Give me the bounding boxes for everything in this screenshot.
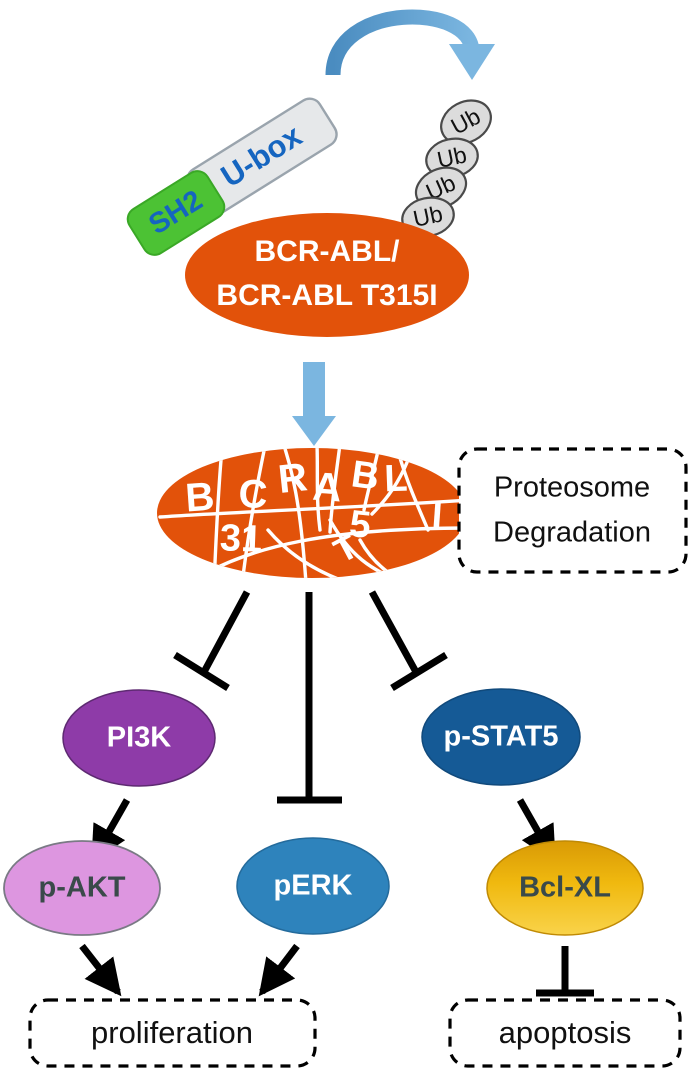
inhibit-pi3k-connector	[173, 590, 251, 691]
ub-unit: Ub	[440, 99, 492, 145]
fragment-letter: B	[349, 453, 382, 498]
fragment-letter: L	[384, 458, 409, 501]
fragment-letter: I	[430, 495, 443, 538]
pi3k-label: PI3K	[107, 722, 172, 754]
node-bclxl[interactable]: Bcl-XL	[486, 840, 644, 936]
fragment-letter: B	[184, 475, 216, 521]
degraded-bcr-abl-node[interactable]: B C R A B L 31 5 T I	[157, 442, 470, 585]
bcr-abl-node[interactable]: BCR-ABL/ BCR-ABL T315I	[185, 213, 469, 337]
degradation-block-arrow	[292, 362, 336, 446]
perk-to-proliferation-arrow	[258, 943, 300, 997]
pakt-to-proliferation-arrow	[79, 943, 122, 997]
proliferation-label: proliferation	[91, 1015, 253, 1050]
node-pstat5[interactable]: p-STAT5	[421, 688, 581, 786]
fragment-letter: R	[276, 455, 309, 502]
perk-label: pERK	[274, 870, 353, 902]
ubiquitin-chain: Ub Ub Ub Ub	[401, 99, 492, 238]
ubiquitination-arc-arrow	[325, 9, 495, 80]
inhibit-pstat5-connector	[368, 590, 448, 691]
bcr-abl-label-line2: BCR-ABL T315I	[216, 279, 437, 312]
fragment-letter: C	[238, 472, 268, 517]
node-pakt[interactable]: p-AKT	[3, 840, 161, 936]
outcome-proliferation-box[interactable]: proliferation	[28, 998, 317, 1068]
apoptosis-label: apoptosis	[499, 1015, 632, 1050]
proteosome-label-line2: Degradation	[493, 517, 651, 549]
bclxl-to-apoptosis-connector	[536, 946, 594, 997]
fracture-lines	[158, 448, 467, 578]
pstat5-label: p-STAT5	[444, 721, 559, 753]
ub-unit: Ub	[401, 196, 455, 238]
bclxl-label: Bcl-XL	[519, 872, 611, 904]
fragment-letter: 31	[219, 517, 263, 560]
node-pi3k[interactable]: PI3K	[62, 689, 216, 787]
bcr-abl-label-line1: BCR-ABL/	[255, 235, 401, 268]
sh2-domain[interactable]: SH2	[123, 167, 229, 260]
pakt-label: p-AKT	[39, 872, 126, 904]
ub-label: Ub	[411, 200, 445, 232]
node-perk[interactable]: pERK	[236, 837, 390, 935]
proteosome-degradation-box[interactable]: Proteosome Degradation	[457, 447, 688, 574]
outcome-apoptosis-box[interactable]: apoptosis	[448, 998, 682, 1068]
fragment-letter: 5	[347, 503, 372, 547]
inhibit-perk-connector	[277, 592, 342, 804]
fragment-letter: A	[311, 465, 343, 511]
fragment-letters: B C R A B L 31 5 T I	[184, 453, 444, 571]
proteosome-label-line1: Proteosome	[494, 472, 650, 504]
